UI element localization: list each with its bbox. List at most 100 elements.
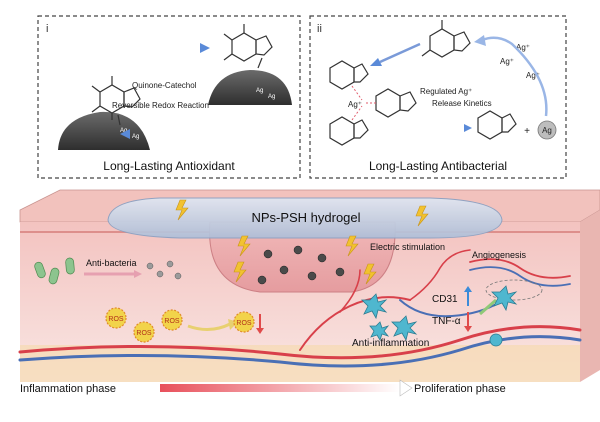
ros-label: ROS: [136, 330, 152, 337]
ros-label: ROS: [236, 320, 252, 327]
particle-surface-right: [208, 70, 292, 105]
cd31-label: CD31: [432, 294, 458, 305]
dead-bacterium-icon: [146, 262, 154, 270]
vessel-red: [299, 296, 411, 351]
panel-i: i Ag Ag Ag Ag: [37, 15, 301, 179]
dead-bacteria-icons: [146, 260, 182, 280]
panel-ii-caption: Long-Lasting Antibacterial: [369, 159, 507, 173]
vessel-blue: [469, 266, 571, 287]
ag-label-right-1: Ag: [256, 88, 263, 94]
molecule-top-icon: [421, 20, 471, 58]
macrophage-cell-icon: [361, 293, 388, 320]
lightning-icon: [415, 205, 429, 227]
plus-sign: +: [524, 126, 530, 137]
recycle-arrow-head: [474, 35, 486, 46]
blood-vessels: [18, 249, 582, 368]
ros-label: ROS: [108, 316, 124, 323]
phase-gradient-bar: [160, 384, 400, 392]
phase-timeline: Inflammation phase Proliferation phase: [20, 379, 506, 397]
phase-arrowhead: [399, 379, 413, 397]
arrow-to-right-head: [464, 124, 472, 132]
panel-ii: ii Ag⁺ Ag⁺: [309, 15, 567, 179]
arrow-to-left-head: [370, 58, 382, 66]
ros-down-arrowhead: [256, 328, 264, 334]
bacterium-icon: [65, 257, 75, 275]
molecule-bottom-right-icon: [477, 110, 517, 140]
lightning-icon: [175, 199, 189, 221]
nanoparticle-icon: [263, 249, 273, 259]
lightning-icon: [345, 235, 359, 257]
ros-badge: ROS: [161, 309, 183, 331]
molecule-center-icon: [375, 88, 417, 118]
recycle-arrow: [481, 36, 548, 117]
ros-label: ROS: [164, 318, 180, 325]
ag-label-left-1: Ag: [120, 128, 127, 134]
vessel-red: [18, 325, 582, 360]
lightning-icons: [175, 199, 429, 285]
ros-badge: ROS: [233, 311, 255, 333]
bacteria-icons: [34, 257, 75, 285]
macrophage-cell-icon: [491, 285, 518, 312]
catechol-molecule-icon: [91, 76, 141, 126]
molecule-left-bottom-icon: [329, 116, 369, 146]
ag-label-left-2: Ag: [132, 134, 139, 140]
vessel-red: [339, 269, 361, 313]
ag-particle-icon: [537, 120, 557, 140]
coordination-bonds: [351, 85, 378, 121]
dead-bacterium-icon: [174, 272, 182, 280]
nanoparticle-icon: [293, 245, 303, 255]
lightning-icon: [363, 263, 377, 285]
nanoparticle-icon: [257, 275, 267, 285]
panel-i-border: [37, 15, 301, 179]
quinone-molecule-icon: [223, 24, 273, 69]
ag-plus-2: Ag⁺: [500, 57, 514, 66]
macrophage-cells: [361, 285, 518, 347]
cd31-up-arrowhead: [464, 286, 472, 292]
tissue-side: [580, 210, 600, 382]
dead-bacterium-icon: [166, 260, 174, 268]
arrow-to-left: [379, 42, 421, 64]
bacterium-icon: [48, 267, 60, 285]
angiogenesis-highlight: [485, 279, 543, 301]
molecule-left-top-icon: [329, 60, 369, 90]
nanoparticle-icon: [279, 265, 289, 275]
tissue-block: NPs-PSH hydrogel Electric stimulation An…: [18, 189, 600, 382]
panel-ii-index: ii: [317, 23, 322, 35]
vessel-red: [409, 249, 471, 301]
ag-plus-1: Ag⁺: [516, 43, 530, 52]
macrophage-cell-icon: [489, 333, 503, 347]
nanoparticles: [257, 245, 345, 285]
dead-bacterium-icon: [156, 270, 164, 278]
ag-plus-3: Ag⁺: [526, 71, 540, 80]
release-label-1: Regulated Ag⁺: [420, 87, 472, 96]
redox-forward-arrowhead: [200, 43, 210, 53]
vessel-red: [469, 258, 571, 279]
panel-i-caption: Long-Lasting Antioxidant: [103, 159, 235, 173]
particle-surface-left: [58, 111, 150, 150]
anti-bacteria-label: Anti-bacteria: [86, 258, 137, 268]
vessel-blue: [18, 335, 582, 368]
ag-particle-label: Ag: [542, 126, 552, 135]
redox-reverse-arrowhead: [120, 129, 130, 139]
phase-end-label: Proliferation phase: [414, 383, 506, 395]
anti-inflammation-label: Anti-inflammation: [352, 338, 429, 349]
bacterium-icon: [34, 261, 46, 279]
nanoparticle-icon: [307, 271, 317, 281]
ros-group: ROS ROS ROS ROS: [105, 307, 264, 343]
ros-badge: ROS: [133, 321, 155, 343]
reaction-label-1: Quinone-Catechol: [132, 81, 197, 90]
ros-arrow: [187, 322, 231, 331]
nanoparticle-icon: [317, 253, 327, 263]
reaction-label-2: Reversible Redox Reaction: [112, 101, 209, 110]
hydrogel-layer: [107, 197, 503, 239]
macrophage-arrow: [479, 298, 497, 316]
ag-label-right-2: Ag: [268, 94, 275, 100]
angiogenesis-label: Angiogenesis: [472, 250, 527, 260]
release-label-2: Release Kinetics: [432, 99, 492, 108]
tnf-label: TNF-α: [432, 316, 461, 327]
tnf-down-arrowhead: [464, 326, 472, 332]
electric-label: Electric stimulation: [370, 242, 445, 252]
ros-badge: ROS: [105, 307, 127, 329]
